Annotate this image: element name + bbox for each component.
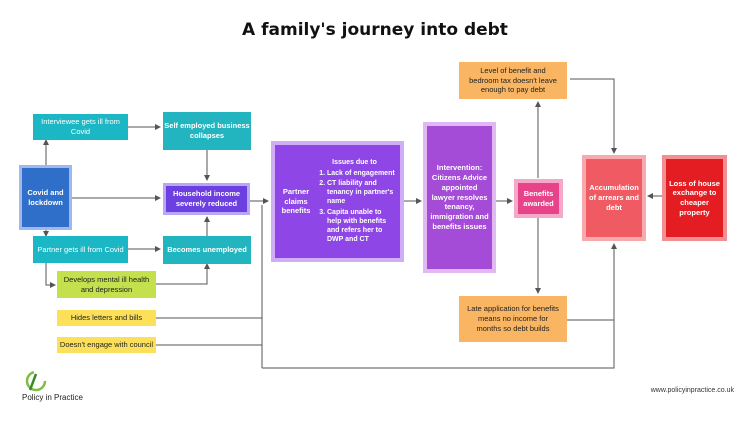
node-issues-group: Partner claims benefits Issues due to La… <box>271 141 404 262</box>
node-no-engage: Doesn't engage with council <box>57 337 156 353</box>
node-interviewee-ill: Interviewee gets ill from Covid <box>33 114 128 140</box>
node-loss-house: Loss of house exchange to cheaper proper… <box>662 155 727 241</box>
node-intervention: Intervention: Citizens Advice appointed … <box>423 122 496 273</box>
node-mental-health: Develops mental ill health and depressio… <box>57 271 156 298</box>
arrow-partner-mental <box>45 263 56 288</box>
policy-in-practice-logo <box>25 370 47 392</box>
node-covid-lockdown: Covid and lockdown <box>19 165 72 230</box>
node-hides-letters: Hides letters and bills <box>57 310 156 326</box>
node-late-application: Late application for benefits means no i… <box>459 296 567 342</box>
footer-url: www.policyinpractice.co.uk <box>650 387 734 394</box>
node-accumulation: Accumulation of arrears and debt <box>582 155 646 241</box>
node-household-income: Household income severely reduced <box>163 183 250 215</box>
node-level-benefit: Level of benefit and bedroom tax doesn't… <box>459 62 567 99</box>
page-title: A family's journey into debt <box>242 20 508 40</box>
issues-panel: Issues due to Lack of engagement CT liab… <box>313 158 396 245</box>
issues-list: Lack of engagement CT liability and tena… <box>313 169 396 244</box>
node-benefits-awarded: Benefits awarded <box>514 179 563 218</box>
node-becomes-unemployed: Becomes unemployed <box>163 236 251 264</box>
logo-text: Policy in Practice <box>22 393 83 402</box>
issue-item: Capita unable to help with benefits and … <box>327 208 396 244</box>
line-bottom-to-accum <box>262 243 617 369</box>
node-partner-ill: Partner gets ill from Covid <box>33 236 128 263</box>
issue-item: CT liability and tenancy in partner's na… <box>327 179 396 206</box>
arrow-mental-unemployed <box>156 263 210 285</box>
node-partner-claims: Partner claims benefits <box>281 186 311 216</box>
issues-title: Issues due to <box>332 159 377 167</box>
arrow-level-accum <box>570 78 617 154</box>
node-self-employed: Self employed business collapses <box>163 112 251 150</box>
issue-item: Lack of engagement <box>327 169 396 178</box>
